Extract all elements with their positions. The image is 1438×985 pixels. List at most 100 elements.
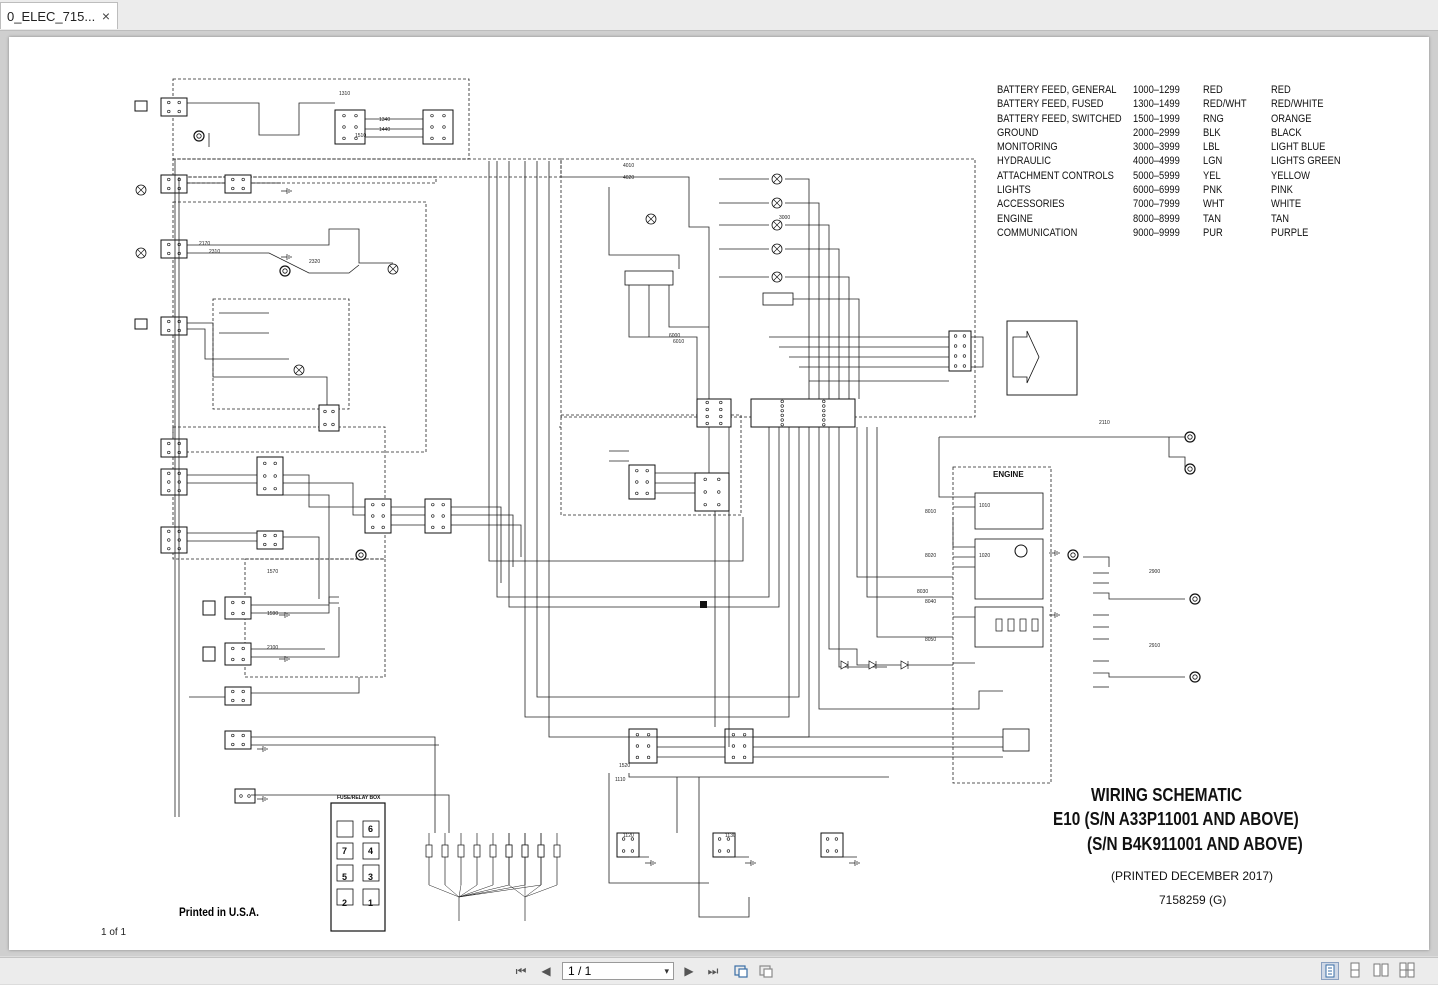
connector-pin xyxy=(167,471,171,475)
alternator-icon xyxy=(1014,544,1028,558)
connector-pin xyxy=(962,344,967,348)
serial-range-1: E10 (S/N A33P11001 AND ABOVE) xyxy=(1053,809,1299,829)
connector-pin xyxy=(381,525,385,529)
connector-pin xyxy=(953,364,958,368)
wire xyxy=(187,228,393,264)
serial-range-2: (S/N B4K911001 AND ABOVE) xyxy=(1087,834,1303,854)
continuous-view-icon[interactable] xyxy=(1347,962,1365,980)
document-tab[interactable]: 0_ELEC_715... × xyxy=(0,2,118,29)
glow-plug-icon xyxy=(1031,618,1039,632)
wire xyxy=(251,607,340,658)
wire xyxy=(628,285,698,399)
next-page-icon[interactable]: ▶ xyxy=(684,964,694,978)
legend-name: BATTERY FEED, GENERAL xyxy=(997,84,1117,96)
wire xyxy=(629,176,710,399)
wire xyxy=(1083,556,1110,567)
wire-label: 1340 xyxy=(379,117,390,123)
connector-pin xyxy=(822,418,826,422)
first-page-icon[interactable]: ⏮ xyxy=(515,964,527,978)
single-page-view-icon[interactable] xyxy=(1321,962,1339,980)
connector-pin xyxy=(703,503,707,507)
diode-icon xyxy=(840,660,849,670)
page-number-select[interactable]: 1 / 1 ▾ xyxy=(562,962,674,980)
last-page-icon[interactable]: ⏭ xyxy=(707,964,719,978)
fuse-slot xyxy=(336,864,354,882)
wire xyxy=(458,884,510,898)
connector-pin xyxy=(822,413,826,417)
wire-label: 1310 xyxy=(339,91,350,97)
close-icon[interactable]: × xyxy=(101,8,110,24)
solenoid-icon xyxy=(134,318,148,330)
chevron-down-icon: ▾ xyxy=(664,966,669,976)
legend-code: BLK xyxy=(1203,126,1221,139)
connector-pin xyxy=(167,529,171,533)
fit-width-icon[interactable] xyxy=(757,962,775,980)
connector-pin xyxy=(323,422,327,427)
legend-name: GROUND xyxy=(997,126,1039,139)
connector-pin xyxy=(273,461,277,465)
fuse-slot xyxy=(362,864,380,882)
connector-pin xyxy=(726,849,731,853)
connector-pin xyxy=(717,477,721,481)
harness-box xyxy=(172,176,437,184)
connector-pin xyxy=(231,689,235,694)
connector-pin xyxy=(241,657,245,662)
harness-box xyxy=(244,558,386,678)
legend-range: 1500–1999 xyxy=(1133,112,1180,125)
harness-box xyxy=(560,158,976,418)
connector xyxy=(256,530,284,550)
connector-pin xyxy=(239,794,243,798)
lamp xyxy=(137,186,145,194)
connector-pin xyxy=(719,421,723,426)
solenoid-icon xyxy=(202,600,216,616)
legend-code: LBL xyxy=(1203,141,1220,154)
key-switch-box xyxy=(1006,320,1078,396)
fuse-slot xyxy=(362,820,380,838)
wire xyxy=(524,884,558,898)
continuous-facing-view-icon[interactable] xyxy=(1399,962,1417,980)
legend-color: PINK xyxy=(1271,184,1293,197)
battery-terminal-icon xyxy=(196,133,202,139)
connector xyxy=(160,468,188,496)
wire xyxy=(698,777,750,918)
connector-pin xyxy=(167,100,171,105)
wire xyxy=(952,517,975,548)
connector-pin xyxy=(381,503,385,507)
connector-pin xyxy=(441,503,445,507)
splice-marker xyxy=(700,601,707,608)
wire xyxy=(488,161,744,562)
connector-pin xyxy=(381,514,385,518)
connector-pin xyxy=(177,100,181,105)
alternator-box xyxy=(974,538,1044,600)
legend-code: RED xyxy=(1203,84,1223,96)
wire xyxy=(508,161,780,608)
fuse-number: 6 xyxy=(368,824,373,834)
previous-page-icon[interactable]: ◀ xyxy=(541,964,551,978)
fit-page-icon[interactable] xyxy=(732,962,750,980)
connector xyxy=(334,109,366,145)
legend-range: 3000–3999 xyxy=(1133,141,1180,154)
wire xyxy=(458,884,478,898)
connector-pin xyxy=(431,503,435,507)
tab-bar: 0_ELEC_715... × xyxy=(0,0,1438,31)
printed-date: (PRINTED DECEMBER 2017) xyxy=(1111,869,1274,883)
facing-view-icon[interactable] xyxy=(1373,962,1391,980)
wire-label: 1570 xyxy=(267,569,278,575)
legend-range: 7000–7999 xyxy=(1133,198,1180,211)
connector-pin xyxy=(231,698,235,703)
wire xyxy=(187,322,328,405)
fuse xyxy=(521,844,529,858)
wire xyxy=(668,285,709,328)
wire xyxy=(785,178,810,399)
battery-terminal-icon xyxy=(1070,552,1076,558)
connector-pin xyxy=(167,186,171,191)
connector-pin xyxy=(431,514,435,518)
legend-color: LIGHTS GREEN xyxy=(1271,155,1341,168)
connector-pin xyxy=(167,328,171,333)
connector-pin xyxy=(331,409,335,414)
connector-pin xyxy=(167,441,171,446)
connector-pin xyxy=(705,421,709,426)
connector-pin xyxy=(231,611,235,616)
legend-color: BLACK xyxy=(1271,126,1302,139)
